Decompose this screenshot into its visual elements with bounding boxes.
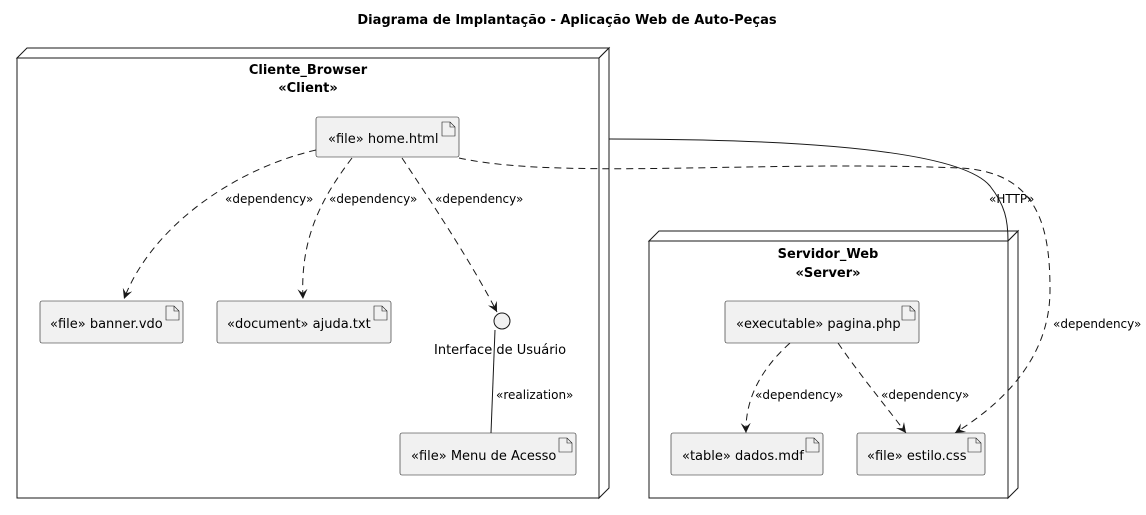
edge-pagina-estilo	[837, 342, 907, 434]
artifact-home-html[interactable]: «file» home.html	[315, 116, 460, 158]
node-client-name: Cliente_Browser	[249, 63, 368, 78]
interface-label: Interface de Usuário	[434, 343, 566, 358]
artifact-icon	[901, 305, 916, 321]
edge-label-pagina-dados: «dependency»	[755, 388, 843, 402]
artifact-label-menu: «file» Menu de Acesso	[411, 449, 556, 464]
artifact-ajuda-txt[interactable]: «document» ajuda.txt	[216, 300, 392, 344]
artifact-pagina-php[interactable]: «executable» pagina.php	[724, 300, 920, 344]
edge-home-interface	[401, 157, 498, 313]
edge-interface-menu	[490, 329, 496, 434]
edge-pagina-dados	[740, 342, 791, 434]
node-client-stereotype: «Client»	[278, 81, 338, 96]
artifact-icon	[441, 121, 456, 137]
edge-client-server	[608, 138, 1009, 242]
edge-label-home-ajuda: «dependency»	[329, 192, 417, 206]
edges: «dependency» «dependency» «dependency» «…	[122, 138, 1141, 434]
edge-home-banner	[122, 149, 317, 300]
artifact-label-pagina: «executable» pagina.php	[736, 317, 901, 332]
artifact-icon	[805, 437, 820, 453]
artifact-banner-vdo[interactable]: «file» banner.vdo	[39, 300, 184, 344]
artifact-estilo-css[interactable]: «file» estilo.css	[856, 432, 986, 476]
node-server-name: Servidor_Web	[778, 247, 879, 262]
edge-home-ajuda	[297, 157, 353, 300]
node-client-browser[interactable]: Cliente_Browser «Client»	[15, 46, 611, 500]
artifact-menu-de-acesso[interactable]: «file» Menu de Acesso	[399, 432, 577, 476]
artifact-label-estilo: «file» estilo.css	[867, 449, 967, 464]
artifact-label-banner: «file» banner.vdo	[50, 317, 163, 332]
node-server-stereotype: «Server»	[795, 266, 860, 281]
edge-label-home-banner: «dependency»	[225, 192, 313, 206]
diagram-title: Diagrama de Implantação - Aplicação Web …	[357, 13, 777, 28]
edge-label-pagina-estilo: «dependency»	[881, 388, 969, 402]
artifact-icon	[165, 305, 180, 321]
edge-home-estilo	[458, 157, 1051, 434]
edge-label-home-interface: «dependency»	[435, 192, 523, 206]
artifact-dados-mdf[interactable]: «table» dados.mdf	[670, 432, 824, 476]
artifact-icon	[558, 437, 573, 453]
artifact-icon	[967, 437, 982, 453]
interface-lollipop-icon	[493, 312, 511, 330]
edge-label-home-estilo: «dependency»	[1053, 317, 1141, 331]
edge-label-client-server: «HTTP»	[989, 192, 1034, 206]
artifact-icon	[373, 305, 388, 321]
edge-label-interface-menu: «realization»	[496, 388, 573, 402]
artifact-label-home: «file» home.html	[328, 132, 438, 147]
artifact-label-dados: «table» dados.mdf	[682, 449, 804, 464]
artifact-label-ajuda: «document» ajuda.txt	[227, 317, 371, 332]
interface-usuario[interactable]: Interface de Usuário	[434, 312, 566, 358]
